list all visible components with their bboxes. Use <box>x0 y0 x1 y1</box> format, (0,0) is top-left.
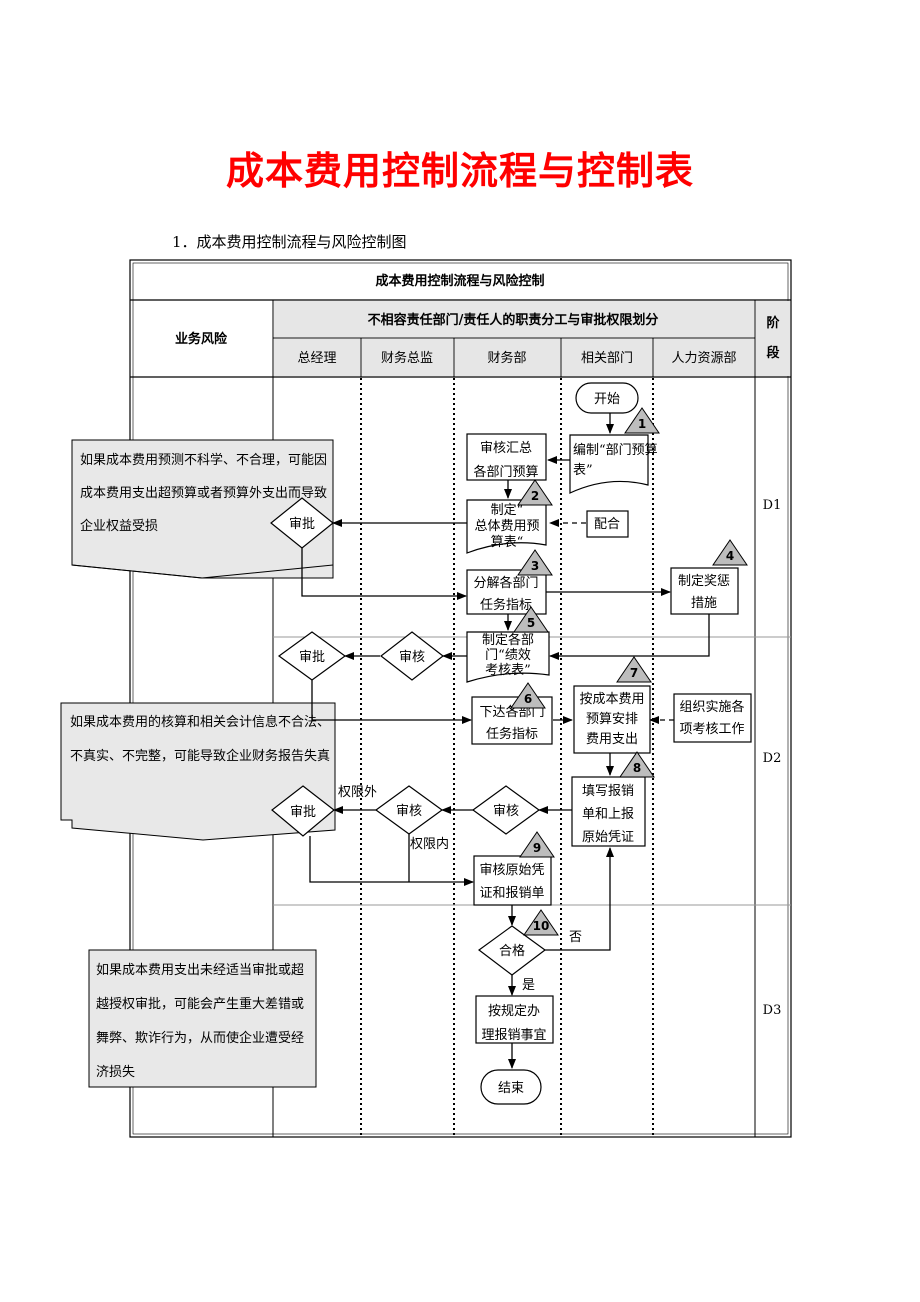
step-number: 3 <box>531 559 539 573</box>
flow-shapes <box>270 382 752 1105</box>
label-within-limit: 权限内 <box>410 836 449 852</box>
node-overall-budget: 制定“总体费用预算表“ <box>474 503 539 550</box>
diamond-review-1: 审核 <box>399 650 425 665</box>
step-number: 2 <box>531 489 539 503</box>
step-triangle-icon <box>513 606 549 633</box>
stage-header-bg <box>756 301 790 376</box>
risk-callout-2: 如果成本费用的核算和相关会计信息不合法、不真实、不完整，可能导致企业财务报告失真 <box>60 702 336 841</box>
step-triangle-icon <box>712 539 748 566</box>
node-cooperate: 配合 <box>594 517 620 532</box>
dept-general-manager: 总经理 <box>297 351 336 366</box>
step-number: 8 <box>633 761 641 775</box>
section-heading: 1．成本费用控制流程与风险控制图 <box>172 233 407 251</box>
department-header-bg <box>274 339 754 376</box>
risk-text-3: 如果成本费用支出未经适当审批或超越授权审批，可能会产生重大差错或舞弊、欺诈行为，… <box>96 962 304 1080</box>
step-triangle-icon <box>517 479 553 506</box>
step-markers: 1 2 3 4 5 6 7 8 9 10 <box>510 407 748 936</box>
dept-finance: 财务部 <box>487 350 526 366</box>
risk-text-1: 如果成本费用预测不科学、不合理，可能因成本费用支出超预算或者预算外支出而导致企业… <box>80 452 327 534</box>
step-number: 10 <box>533 919 550 933</box>
stage-header: 阶段 <box>766 315 780 361</box>
risk-callout-1: 如果成本费用预测不科学、不合理，可能因成本费用支出超预算或者预算外支出而导致企业… <box>71 439 334 579</box>
node-review-vouchers: 审核原始凭证和报销单 <box>479 863 544 901</box>
dept-related: 相关部门 <box>581 351 633 366</box>
table-header-title: 成本费用控制流程与风险控制 <box>375 273 544 289</box>
stage-d2: D2 <box>763 751 782 766</box>
step-triangle-icon <box>519 831 555 858</box>
step-triangle-icon <box>517 549 553 576</box>
diamond-approve-2: 审批 <box>299 650 325 665</box>
risk-header: 业务风险 <box>175 331 228 347</box>
node-fill-reimbursement: 填写报销单和上报原始凭证 <box>582 784 634 845</box>
dept-hr: 人力资源部 <box>671 351 736 366</box>
node-review-summary: 审核汇总各部门预算 <box>473 441 538 480</box>
node-organize-assessment: 组织实施各项考核工作 <box>679 699 744 737</box>
end-node: 结束 <box>498 1081 524 1096</box>
diamond-approve-3: 审批 <box>290 805 316 820</box>
step-triangle-icon <box>523 909 559 936</box>
swimlane-dividers <box>360 378 654 1136</box>
label-over-limit: 权限外 <box>338 784 377 800</box>
division-header: 不相容责任部门/责任人的职责分工与审批权限划分 <box>368 312 659 328</box>
step-number: 9 <box>533 841 541 855</box>
node-department-budget: 编制“部门预算表” <box>573 443 658 478</box>
step-triangle-icon <box>624 407 660 434</box>
dept-finance-director: 财务总监 <box>381 350 433 366</box>
stage-d3: D3 <box>763 1003 782 1018</box>
node-arrange-expenses: 按成本费用预算安排费用支出 <box>579 692 644 747</box>
risk-text-2: 如果成本费用的核算和相关会计信息不合法、不真实、不完整，可能导致企业财务报告失真 <box>70 714 330 764</box>
stage-d1: D1 <box>763 498 782 513</box>
division-header-bg <box>274 301 754 337</box>
node-performance-table: 制定各部门“绩效考核表” <box>482 632 534 678</box>
flow-connectors <box>301 413 710 1069</box>
node-decompose-targets: 分解各部门任务指标 <box>473 575 538 613</box>
node-process-reimbursement: 按规定办理报销事宜 <box>481 1004 546 1043</box>
flow-labels: 开始 编制“部门预算表” 审核汇总各部门预算 制定“总体费用预算表“ 配合 审批… <box>289 392 745 1096</box>
diamond-review-3: 审核 <box>396 804 422 819</box>
step-triangle-icon <box>619 751 655 778</box>
step-number: 5 <box>527 616 535 630</box>
step-triangle-icon <box>616 656 652 683</box>
node-incentive-measures: 制定奖惩措施 <box>678 574 730 611</box>
step-number: 4 <box>726 549 734 563</box>
step-number: 1 <box>638 417 646 431</box>
label-no: 否 <box>569 930 582 945</box>
page-title: 成本费用控制流程与控制表 <box>225 149 694 193</box>
diamond-qualified: 合格 <box>499 943 525 959</box>
diamond-approve-1: 审批 <box>289 517 315 532</box>
label-yes: 是 <box>522 978 535 993</box>
start-node: 开始 <box>594 392 620 407</box>
diamond-review-2: 审核 <box>493 804 519 819</box>
risk-callout-3: 如果成本费用支出未经适当审批或超越授权审批，可能会产生重大差错或舞弊、欺诈行为，… <box>88 949 317 1088</box>
step-number: 6 <box>524 692 532 706</box>
step-number: 7 <box>630 666 638 680</box>
step-triangle-icon <box>510 682 546 709</box>
